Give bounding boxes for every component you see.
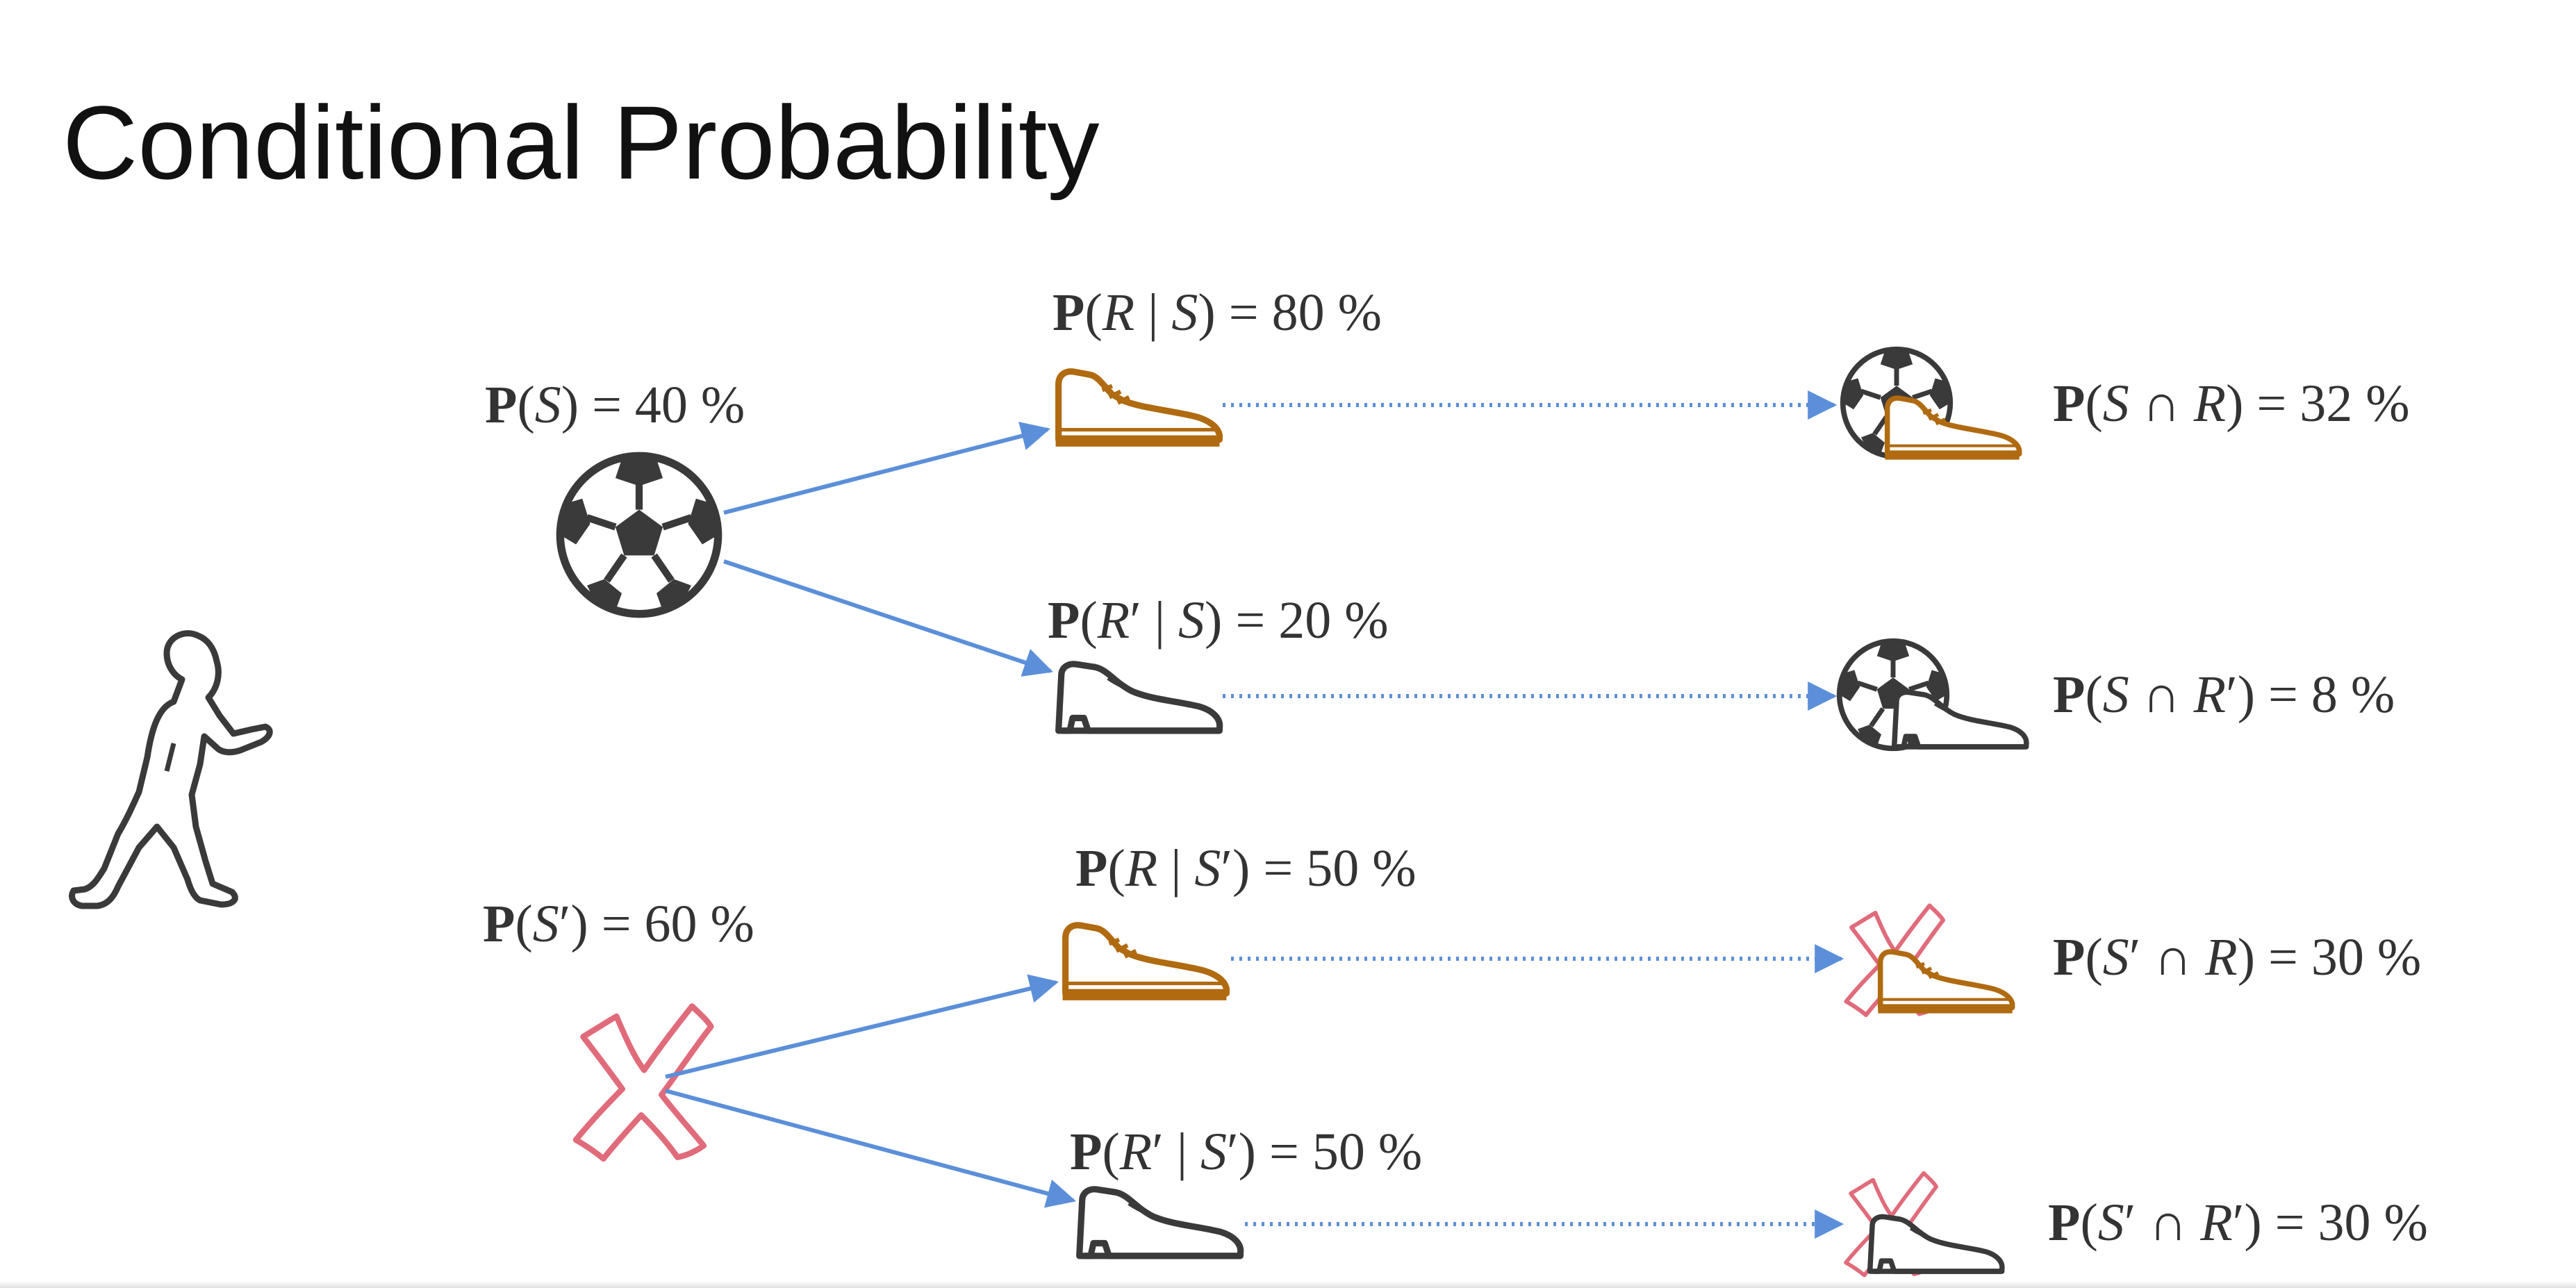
label-p-s-and-notr: P(S ∩ R′) = 8 % — [2053, 666, 2395, 724]
outcome-s-notr — [1840, 641, 2026, 749]
label-p-r-given-s: P(R | S) = 80 % — [1052, 283, 1382, 342]
label-p-s: P(S) = 40 % — [485, 376, 745, 434]
dress-shoe-icon — [1894, 692, 2026, 747]
branch-arrow-s-r — [723, 422, 1051, 515]
label-p-r-given-nots: P(R | S′) = 50 % — [1075, 839, 1417, 898]
bottom-shadow — [0, 1281, 2576, 1288]
slide-title: Conditional Probability — [63, 84, 1100, 201]
branch-arrow-s-notr — [723, 559, 1053, 677]
cross-icon — [576, 1006, 711, 1159]
dress-shoe-icon — [1059, 664, 1220, 731]
label-p-notr-given-s: P(R′ | S) = 20 % — [1048, 591, 1389, 650]
soccer-ball-icon — [560, 456, 718, 613]
branch-arrows — [665, 422, 1077, 1208]
label-p-notr-given-nots: P(R′ | S′) = 50 % — [1070, 1123, 1423, 1181]
dress-shoe-icon — [1870, 1216, 2002, 1271]
dotted-arrows — [1223, 390, 1844, 1239]
label-p-s-and-r: P(S ∩ R) = 32 % — [2053, 374, 2410, 433]
dress-shoe-icon — [1080, 1189, 1241, 1256]
running-child-icon — [69, 630, 273, 909]
outcome-nots-r — [1847, 906, 2013, 1016]
outcome-nots-notr — [1846, 1173, 2002, 1275]
label-p-nots-and-notr: P(S′ ∩ R′) = 30 % — [2048, 1194, 2428, 1252]
branch-arrow-nots-r — [665, 974, 1059, 1079]
outcome-s-r — [1843, 349, 2020, 460]
running-shoe-icon — [1056, 372, 1220, 447]
branch-arrow-nots-notr — [665, 1089, 1077, 1208]
label-p-nots-and-r: P(S′ ∩ R) = 30 % — [2053, 928, 2422, 986]
label-p-not-s: P(S′) = 60 % — [483, 895, 754, 953]
running-shoe-icon — [1063, 925, 1227, 1000]
running-shoe-icon — [1878, 952, 2012, 1014]
